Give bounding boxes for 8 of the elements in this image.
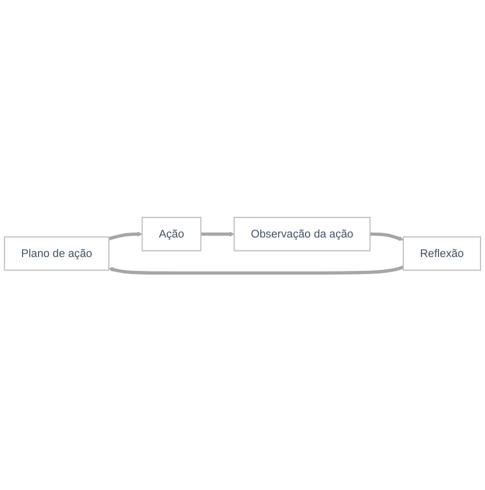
arrow bbox=[108, 265, 404, 274]
node-box: Ação bbox=[142, 216, 202, 252]
node-box: Reflexão bbox=[402, 236, 482, 271]
arrow bbox=[200, 231, 234, 236]
node-box: Plano de ação bbox=[4, 236, 110, 271]
arrow bbox=[370, 232, 404, 241]
arrow bbox=[108, 231, 142, 240]
node-box: Observação da ação bbox=[234, 216, 371, 252]
